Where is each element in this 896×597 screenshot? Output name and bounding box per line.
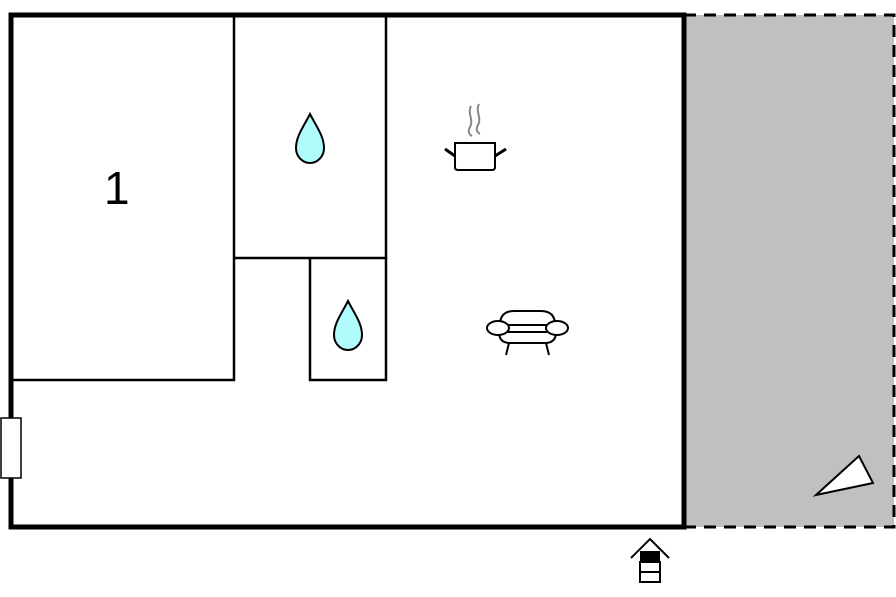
water-drop-icon <box>294 111 326 165</box>
room-label-1: 1 <box>104 162 130 214</box>
sofa-icon <box>486 310 569 356</box>
water-drop-icon <box>332 298 364 352</box>
terrace <box>684 13 896 529</box>
outer-wall <box>8 12 687 530</box>
cooking-pot-icon <box>444 103 507 171</box>
interior-walls <box>11 15 388 382</box>
terrace-sun-icon <box>812 454 875 497</box>
window <box>0 417 22 479</box>
entrance-icon <box>630 537 670 583</box>
